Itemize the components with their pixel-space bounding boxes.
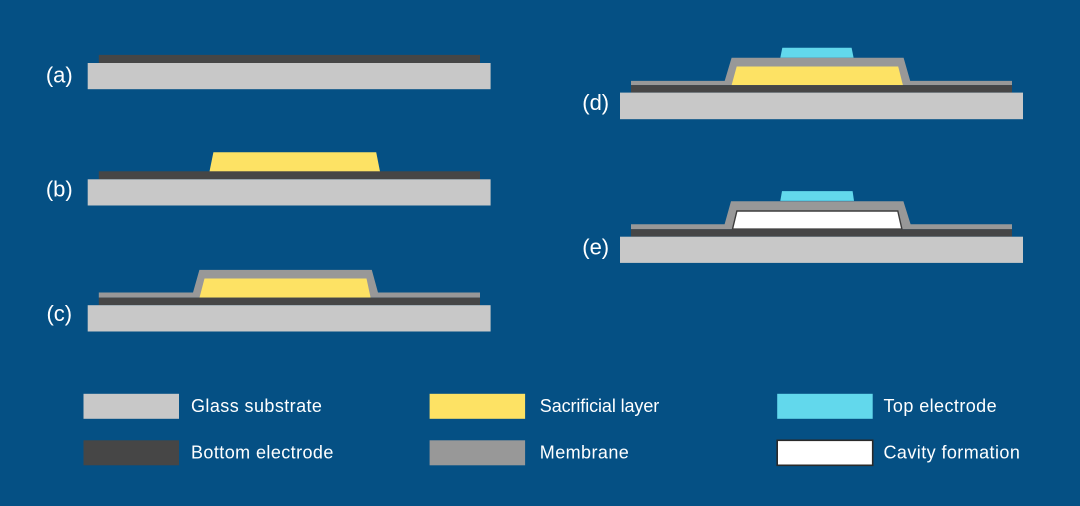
svg-text:(b): (b) <box>46 177 73 202</box>
svg-text:Membrane: Membrane <box>540 442 629 462</box>
svg-text:(e): (e) <box>582 235 609 260</box>
svg-text:Glass substrate: Glass substrate <box>191 396 322 416</box>
svg-text:Top electrode: Top electrode <box>884 396 998 416</box>
svg-text:Sacrificial layer: Sacrificial layer <box>540 396 659 416</box>
svg-text:Cavity formation: Cavity formation <box>884 442 1021 462</box>
svg-text:(c): (c) <box>46 301 72 326</box>
svg-text:(d): (d) <box>582 90 609 115</box>
svg-text:Bottom electrode: Bottom electrode <box>191 442 334 462</box>
svg-text:(a): (a) <box>46 62 73 87</box>
